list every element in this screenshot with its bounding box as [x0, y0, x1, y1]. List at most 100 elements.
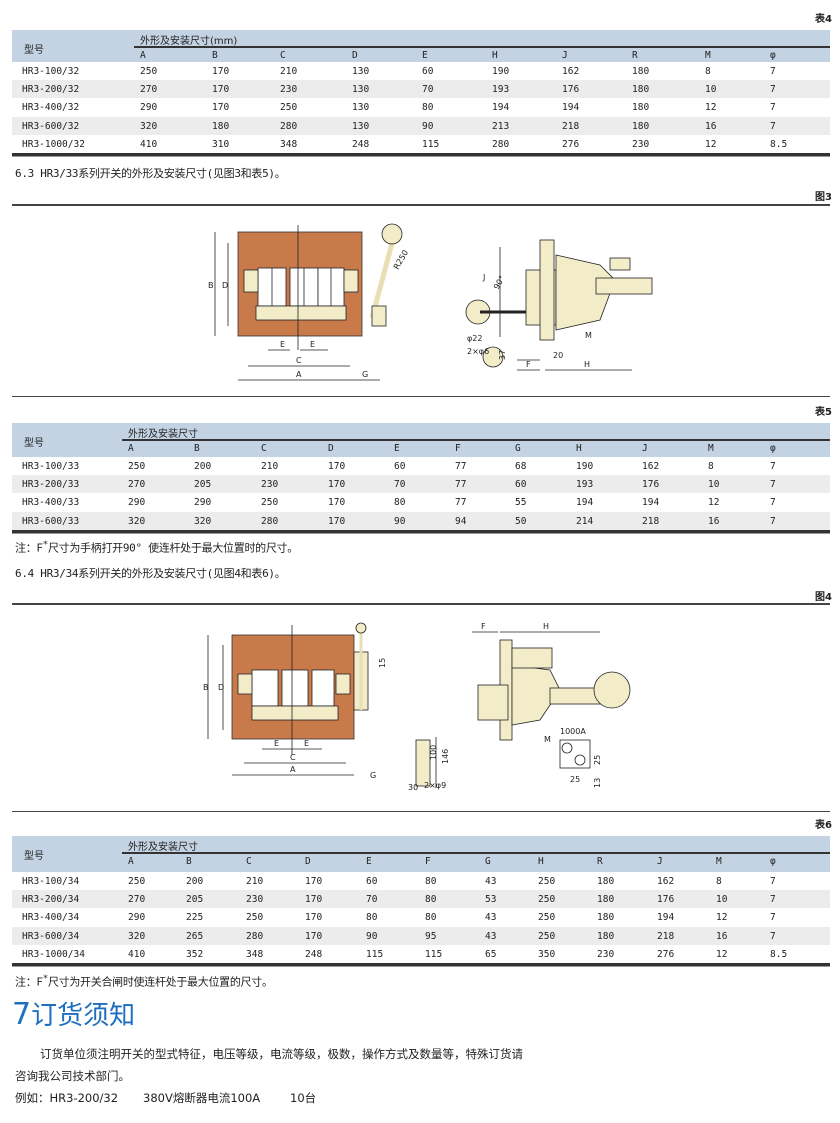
model-header: 型号	[24, 851, 44, 862]
table-cell: 16	[716, 930, 728, 942]
table-cell: 320	[128, 930, 146, 942]
table-cell: 320	[128, 515, 146, 527]
table-cell: 265	[186, 930, 204, 942]
table-cell: 248	[352, 138, 370, 150]
order-paragraph-line1: 订货单位须注明开关的型式特征，电压等级，电流等级，极数，操作方式及数量等，特殊订…	[40, 1047, 523, 1061]
table-cell: 68	[515, 461, 527, 472]
table-cell: 225	[186, 912, 204, 924]
table-cell: 170	[212, 66, 230, 77]
table-cell: 10	[708, 479, 720, 491]
figure3-tag: 图3	[815, 192, 832, 203]
dim-label-100: 100	[429, 745, 438, 760]
table-cell: 205	[194, 479, 212, 491]
column-header: F	[455, 443, 461, 454]
table-cell: 320	[194, 515, 212, 527]
table-cell: 210	[261, 461, 279, 472]
table-cell: 276	[562, 138, 580, 150]
table-cell: 190	[576, 461, 594, 472]
column-header: H	[538, 856, 544, 867]
table-cell: 210	[246, 876, 264, 887]
table-cell: 170	[328, 515, 346, 527]
model-cell: HR3-200/33	[22, 479, 80, 491]
table-cell: 170	[305, 894, 323, 906]
table-cell: 162	[642, 461, 660, 472]
dimension-group-header: 外形及安装尺寸	[128, 842, 198, 853]
column-header: M	[708, 443, 714, 454]
table-cell: 270	[128, 894, 146, 906]
column-header: E	[394, 443, 400, 454]
dim-label-B: B	[203, 683, 209, 692]
model-cell: HR3-200/34	[22, 894, 80, 906]
table-cell: 194	[642, 497, 660, 509]
table-bottom-rule	[12, 152, 830, 157]
table-cell: 70	[422, 84, 434, 96]
model-header: 型号	[24, 45, 44, 56]
column-header: J	[642, 443, 648, 454]
model-cell: HR3-200/32	[22, 84, 80, 96]
order-example-label: 例如：HR3-200/32	[15, 1091, 119, 1105]
table-cell: 348	[246, 948, 264, 960]
table-cell: 290	[140, 102, 158, 114]
table-cell: 77	[455, 461, 467, 472]
dim-label-E: E	[280, 340, 285, 349]
dim-label-13: 13	[593, 778, 602, 788]
section-title: 订货须知	[31, 1001, 136, 1031]
table-cell: 8.5	[770, 138, 788, 150]
table-cell: 350	[538, 948, 556, 960]
column-header: J	[657, 856, 663, 867]
dim-label-25b: 25	[593, 755, 602, 765]
model-cell: HR3-1000/34	[22, 948, 85, 960]
column-header: M	[705, 50, 711, 61]
table-cell: 218	[642, 515, 660, 527]
model-cell: HR3-600/32	[22, 120, 80, 132]
table-cell: 7	[770, 84, 776, 96]
table-cell: 410	[128, 948, 146, 960]
amp-label: 1000A	[560, 727, 586, 736]
table-cell: 12	[708, 497, 720, 509]
table-cell: 280	[246, 930, 264, 942]
column-header: φ	[770, 856, 776, 867]
table-cell: 77	[455, 497, 467, 509]
dim-label-G: G	[370, 771, 376, 780]
divider	[12, 811, 830, 812]
table-cell: 10	[716, 894, 728, 906]
dim-label-holes: 2×φ9	[424, 781, 446, 790]
header-divider	[122, 439, 830, 441]
table-cell: 214	[576, 515, 594, 527]
note-star: *	[42, 973, 49, 984]
dimension-group-header: 外形及安装尺寸	[128, 429, 198, 440]
column-header: C	[246, 856, 252, 867]
column-header: D	[305, 856, 311, 867]
table6-note: 注：F*尺寸为开关合闸时使连杆处于最大位置的尺寸。	[15, 973, 273, 990]
dim-label-E: E	[274, 739, 279, 748]
section-number: 7	[12, 997, 32, 1032]
dim-label-phi22: φ22	[467, 334, 482, 343]
side-view	[465, 239, 653, 371]
table-cell: 176	[642, 479, 660, 491]
table-cell: 194	[562, 102, 580, 114]
dim-label-25a: 25	[570, 775, 580, 784]
table5-tag: 表5	[815, 407, 832, 418]
table-cell: 95	[425, 930, 437, 942]
table-cell: 170	[212, 102, 230, 114]
model-cell: HR3-400/33	[22, 497, 80, 509]
table-cell: 170	[305, 930, 323, 942]
table-cell: 180	[632, 120, 650, 132]
table-cell: 80	[394, 497, 406, 509]
model-cell: HR3-400/34	[22, 912, 80, 924]
figure3-drawing: B D E E C A G R250 J 90° φ22 2×φ6 37 20 …	[208, 223, 653, 381]
table-cell: 230	[280, 84, 298, 96]
front-view	[214, 223, 403, 381]
table-cell: 180	[597, 912, 615, 924]
table-cell: 8	[716, 876, 722, 887]
table-cell: 230	[597, 948, 615, 960]
